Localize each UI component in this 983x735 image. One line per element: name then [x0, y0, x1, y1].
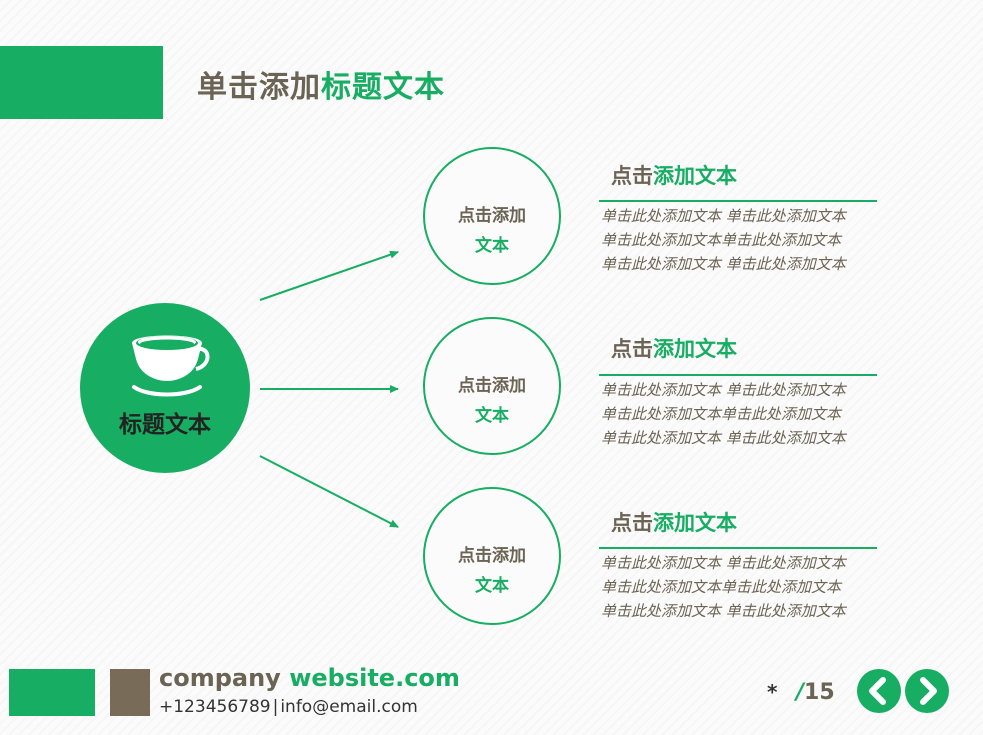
item-heading-part2: 添加文本 — [653, 337, 737, 361]
footer-accent-block — [9, 669, 95, 716]
item-heading-part1: 点击 — [611, 511, 653, 535]
node-circle-2[interactable]: 点击添加 文本 — [423, 317, 561, 455]
center-label: 标题文本 — [119, 412, 211, 438]
next-slide-button[interactable] — [905, 669, 949, 713]
item-body-line: 单击此处添加文本 单击此处添加文本 — [601, 429, 846, 447]
chevron-right-icon — [920, 677, 937, 705]
node-label-line1: 点击添加 — [458, 376, 526, 396]
arrow-to-node-3 — [259, 455, 399, 528]
item-body-line: 单击此处添加文本 单击此处添加文本 — [601, 554, 846, 572]
item-body-line: 单击此处添加文本 单击此处添加文本 — [601, 207, 846, 225]
item-body-line: 单击此处添加文本 单击此处添加文本 — [601, 381, 846, 399]
page-indicator: /15 — [796, 680, 835, 705]
item-heading-part1: 点击 — [611, 337, 653, 361]
company-name: company — [159, 664, 290, 692]
node-label-line1: 点击添加 — [458, 206, 526, 226]
node-label-line2: 文本 — [475, 406, 509, 426]
slide-title: 单击添加标题文本 — [197, 62, 445, 106]
contact-line: +123456789|info@email.com — [159, 697, 418, 717]
slide-title-part1: 单击添加 — [197, 70, 321, 105]
item-body-2[interactable]: 单击此处添加文本 单击此处添加文本 单击此处添加文本单击此处添加文本 单击此处添… — [601, 378, 891, 450]
item-divider-1 — [599, 200, 877, 202]
arrow-to-node-1 — [259, 250, 399, 301]
prev-slide-button[interactable] — [857, 669, 901, 713]
node-circle-1[interactable]: 点击添加 文本 — [423, 147, 561, 285]
item-divider-3 — [599, 547, 877, 549]
phone-number: +123456789 — [159, 697, 271, 717]
email-address[interactable]: info@email.com — [280, 697, 418, 717]
node-label-line2: 文本 — [475, 576, 509, 596]
header-accent-block — [0, 46, 163, 119]
page-slash: / — [796, 680, 805, 705]
item-heading-1[interactable]: 点击添加文本 — [611, 160, 737, 190]
footer-brown-block — [110, 669, 150, 716]
item-body-line: 单击此处添加文本单击此处添加文本 — [601, 231, 842, 249]
contact-separator: | — [272, 697, 279, 717]
center-circle: 标题文本 — [80, 303, 250, 473]
company-website[interactable]: company website.com — [159, 664, 460, 692]
item-divider-2 — [599, 374, 877, 376]
node-circle-3[interactable]: 点击添加 文本 — [423, 487, 561, 625]
node-label-line1: 点击添加 — [458, 546, 526, 566]
page-total: 15 — [804, 680, 835, 705]
item-heading-part1: 点击 — [611, 164, 653, 188]
item-body-line: 单击此处添加文本 单击此处添加文本 — [601, 255, 846, 273]
chevron-left-icon — [869, 677, 886, 705]
item-body-1[interactable]: 单击此处添加文本 单击此处添加文本 单击此处添加文本单击此处添加文本 单击此处添… — [601, 204, 891, 276]
item-heading-part2: 添加文本 — [653, 164, 737, 188]
item-body-3[interactable]: 单击此处添加文本 单击此处添加文本 单击此处添加文本单击此处添加文本 单击此处添… — [601, 551, 891, 623]
item-body-line: 单击此处添加文本单击此处添加文本 — [601, 405, 842, 423]
item-heading-part2: 添加文本 — [653, 511, 737, 535]
item-body-line: 单击此处添加文本 单击此处添加文本 — [601, 602, 846, 620]
item-heading-2[interactable]: 点击添加文本 — [611, 333, 737, 363]
node-label-line2: 文本 — [475, 236, 509, 256]
teacup-icon — [132, 335, 210, 397]
item-body-line: 单击此处添加文本单击此处添加文本 — [601, 578, 842, 596]
item-heading-3[interactable]: 点击添加文本 — [611, 507, 737, 537]
website-domain: website.com — [289, 664, 460, 692]
slide-title-part2: 标题文本 — [321, 70, 445, 105]
page-current: * — [767, 680, 778, 704]
